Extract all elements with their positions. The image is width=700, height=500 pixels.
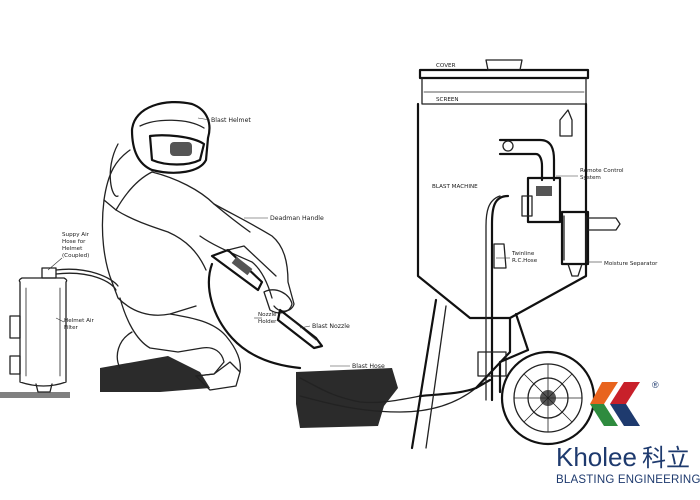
label-blast-nozzle: Blast Nozzle <box>312 323 350 330</box>
brand-mark-orange <box>590 382 618 404</box>
labels: Blast Helmet Deadman Handle Suppy Air Ho… <box>62 63 658 370</box>
blast-hose <box>207 262 492 413</box>
label-remote-control-line1: Remote Control <box>580 168 624 174</box>
label-supply-air-hose-line3: Helmet <box>62 246 83 252</box>
label-screen: SCREEN <box>436 97 459 103</box>
label-twinline-line2: R.C.Hose <box>512 258 538 264</box>
brand-mark-red <box>610 382 640 404</box>
label-twinline-line1: Twinline <box>511 251 535 257</box>
label-helmet-air-filter-line1: Helmet Air <box>64 318 94 324</box>
label-nozzle-holder-line2: Holder <box>258 319 277 325</box>
label-moisture-separator: Moisture Separator <box>604 261 658 267</box>
label-helmet-air-filter-line2: Filter <box>64 325 79 331</box>
label-nozzle-holder-line1: Nozzle <box>258 312 277 318</box>
leader-lines <box>47 117 602 367</box>
label-blast-machine: BLAST MACHINE <box>432 184 478 190</box>
brand-registered-mark: ® <box>652 380 659 390</box>
brand-chinese-name: 科立 <box>642 444 690 472</box>
brand-subtitle: BLASTING ENGINEERING <box>556 474 700 486</box>
supply-air-hose-upper <box>109 143 119 197</box>
label-cover: COVER <box>436 63 456 69</box>
helmet-air-filter <box>9 267 68 393</box>
nozzle-assembly <box>210 245 324 350</box>
brand-logo: ® Kholee 科立 BLASTING ENGINEERING <box>556 380 700 486</box>
ground-shadows <box>0 356 398 428</box>
label-supply-air-hose-line4: (Coupled) <box>62 253 89 259</box>
label-remote-control-line2: System <box>580 175 601 181</box>
brand-mark-icon <box>590 382 640 426</box>
label-supply-air-hose-line2: Hose for <box>62 239 86 245</box>
label-supply-air-hose-line1: Suppy Air <box>62 232 90 238</box>
label-deadman-handle: Deadman Handle <box>270 215 324 222</box>
operator-figure <box>101 100 295 391</box>
blast-machine <box>410 59 621 450</box>
brand-name: Kholee <box>556 442 637 472</box>
label-blast-helmet: Blast Helmet <box>211 117 251 124</box>
label-blast-hose: Blast Hose <box>352 363 385 370</box>
brand-mark-green <box>590 404 618 426</box>
brand-mark-navy <box>610 404 640 426</box>
